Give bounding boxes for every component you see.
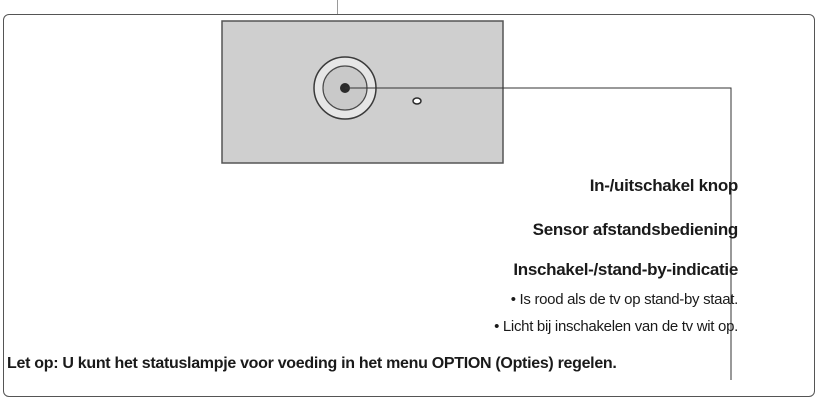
sensor-indicator-icon (412, 97, 422, 105)
remote-sensor-label: Sensor afstandsbediening (532, 220, 739, 239)
indicator-label: Inschakel-/stand-by-indicatie (513, 260, 738, 279)
power-button-label: In-/uitschakel knop (589, 176, 739, 195)
indicator-bullet-on: • Licht bij inschakelen van de tv wit op… (494, 318, 738, 335)
note-text: Let op: U kunt het statuslampje voor voe… (7, 355, 617, 372)
leader-line (345, 87, 732, 380)
indicator-bullet-standby: • Is rood als de tv op stand-by staat. (510, 291, 739, 308)
top-edge-tick (337, 0, 338, 14)
diagram-frame (3, 14, 815, 397)
